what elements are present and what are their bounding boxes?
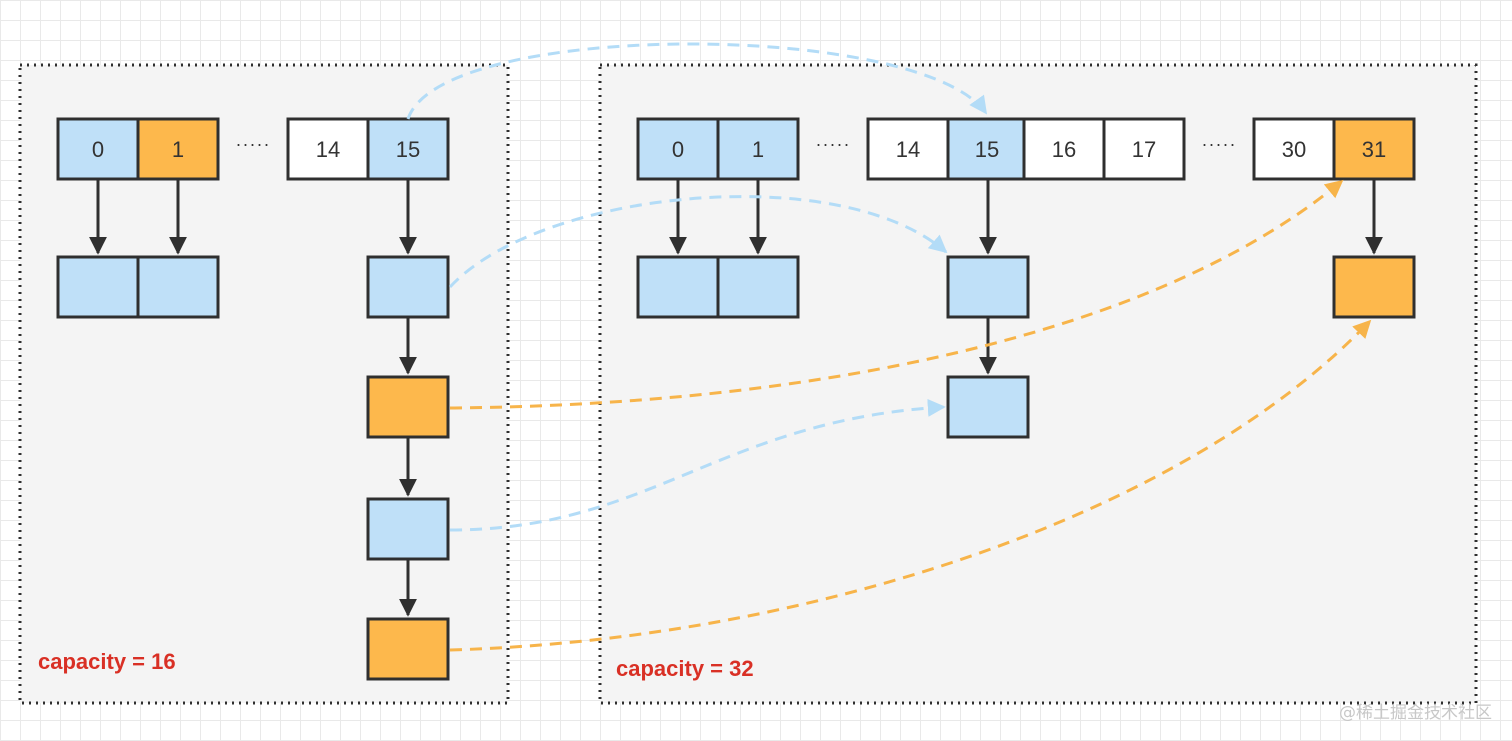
left-capacity-label: capacity = 16 [38, 649, 176, 674]
left-cell-0-label: 0 [92, 137, 104, 162]
right-capacity-label: capacity = 32 [616, 656, 754, 681]
right-cell-14-label: 14 [896, 137, 920, 162]
migrate-arrow-blue-2 [449, 398, 946, 532]
right-cell-16-label: 16 [1052, 137, 1076, 162]
watermark: @稀土掘金技术社区 [1339, 703, 1492, 723]
left-node-15-4 [366, 617, 450, 681]
right-node-1 [716, 255, 800, 319]
right-cell-17-label: 17 [1132, 137, 1156, 162]
left-array: 0 1 ····· 14 15 [56, 117, 450, 181]
left-cell-15 [366, 117, 450, 181]
left-cell-0 [56, 117, 140, 181]
right-cell-30-label: 30 [1282, 137, 1306, 162]
right-cell-30 [1252, 117, 1336, 181]
right-cell-1-label: 1 [752, 137, 764, 162]
migrate-arrow-cell-15 [406, 42, 988, 120]
left-node-1 [136, 255, 220, 319]
left-ellipsis: ····· [236, 134, 271, 154]
migrate-arrow-orange-2 [449, 319, 1372, 652]
right-node-15-1 [946, 255, 1030, 319]
left-node-15-3 [366, 497, 450, 561]
right-cell-17 [1102, 117, 1186, 181]
right-cell-1 [716, 117, 800, 181]
right-node-15-2 [946, 375, 1030, 439]
left-node-0 [56, 255, 140, 319]
right-cell-31 [1332, 117, 1416, 181]
left-cell-1-label: 1 [172, 137, 184, 162]
right-cell-16 [1022, 117, 1106, 181]
right-ellipsis-1: ····· [816, 134, 851, 154]
left-node-15-1 [366, 255, 450, 319]
left-cell-15-label: 15 [396, 137, 420, 162]
right-cell-0-label: 0 [672, 137, 684, 162]
left-cell-1 [136, 117, 220, 181]
right-array: 0 1 ····· 14 15 16 17 ····· 30 31 [636, 117, 1416, 181]
left-cell-14-label: 14 [316, 137, 340, 162]
right-node-0 [636, 255, 720, 319]
left-node-15-2 [366, 375, 450, 439]
right-node-31-1 [1332, 255, 1416, 319]
right-cell-15-label: 15 [975, 137, 999, 162]
migrate-arrow-orange-1 [449, 179, 1344, 410]
left-cell-14 [286, 117, 370, 181]
right-cell-31-label: 31 [1362, 137, 1386, 162]
right-cell-15 [946, 117, 1026, 181]
right-ellipsis-2: ····· [1202, 134, 1237, 154]
migrate-arrow-blue-1 [448, 195, 948, 289]
